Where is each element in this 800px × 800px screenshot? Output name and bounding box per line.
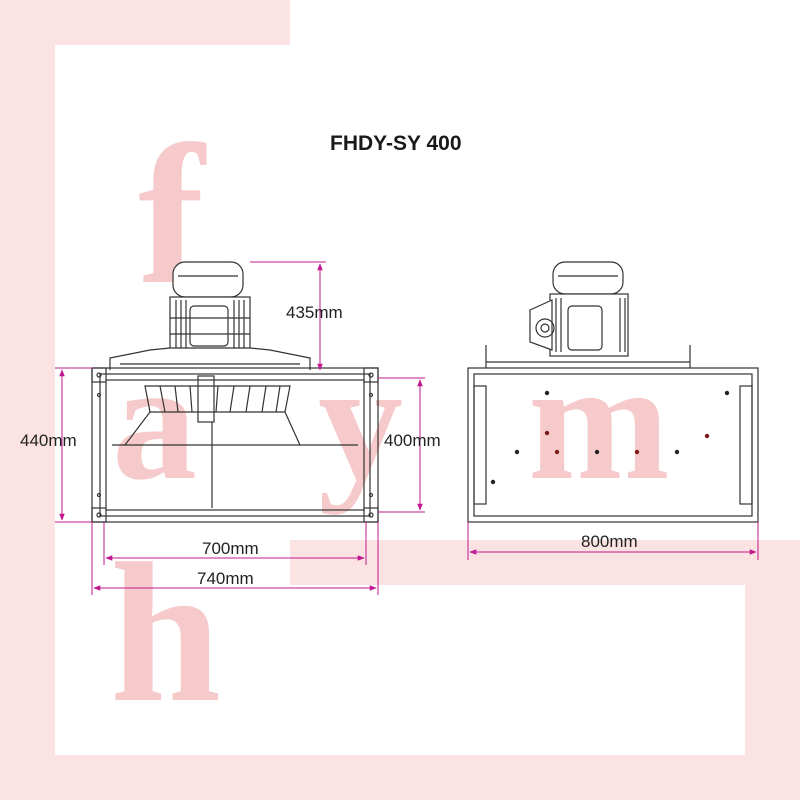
watermark-letter-m: m — [528, 327, 670, 515]
motor-icon — [169, 261, 251, 356]
front-view-dimension-lines — [55, 261, 425, 595]
dim-label-400mm: 400mm — [384, 431, 441, 450]
dim-label-740mm: 740mm — [197, 569, 254, 588]
side-mounting-holes — [490, 390, 730, 485]
side-housing-frame — [467, 367, 759, 523]
housing-outer-frame — [91, 367, 379, 523]
watermark-letter-y: y — [318, 327, 403, 515]
front-view — [91, 261, 379, 523]
dim-label-435mm: 435mm — [286, 303, 343, 322]
dim-label-440mm: 440mm — [20, 431, 77, 450]
side-view — [467, 261, 759, 523]
dim-label-800mm: 800mm — [581, 532, 638, 551]
side-view-dimension-lines — [467, 522, 759, 560]
drawing-title: FHDY-SY 400 — [330, 132, 462, 155]
impeller-icon — [124, 375, 301, 446]
dim-label-700mm: 700mm — [202, 539, 259, 558]
side-motor-icon — [529, 261, 629, 357]
